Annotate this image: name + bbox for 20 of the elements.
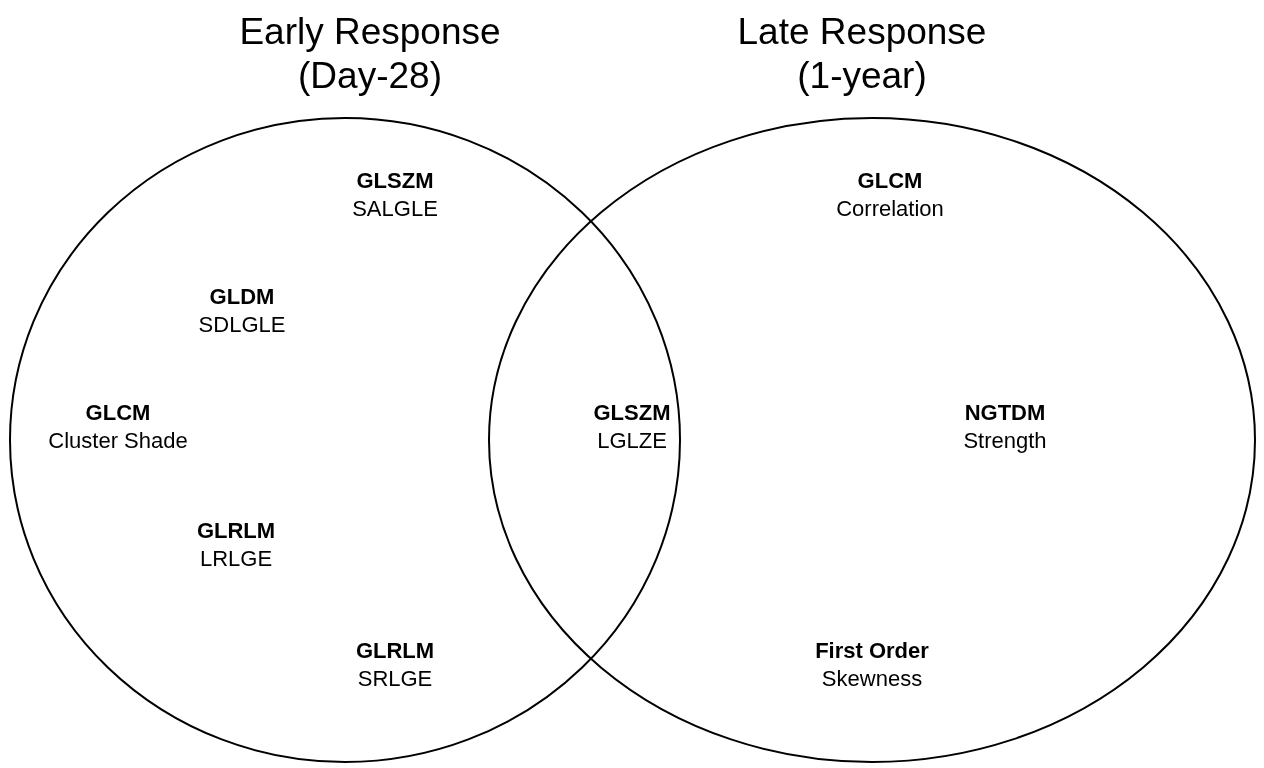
feature-name-label: SRLGE <box>357 666 433 692</box>
feature-class-label: First Order <box>815 638 929 664</box>
feature-class-label: GLRLM <box>355 638 435 664</box>
set-title: Late Response (1-year) <box>736 10 988 98</box>
feature-name-label: SALGLE <box>352 196 438 222</box>
feature-name-label: LRLGE <box>199 546 273 572</box>
feature-class-label: GLCM <box>857 168 923 194</box>
feature-class-label: GLSZM <box>593 400 671 426</box>
set-title: Early Response (Day-28) <box>238 10 502 98</box>
feature-class-label: GLSZM <box>356 168 434 194</box>
feature-name-label: Cluster Shade <box>48 428 188 454</box>
feature-class-label: GLCM <box>85 400 151 426</box>
feature-name-label: Strength <box>963 428 1047 454</box>
feature-class-label: GLRLM <box>196 518 276 544</box>
feature-class-label: GLDM <box>209 284 275 310</box>
feature-name-label: SDLGLE <box>198 312 286 338</box>
feature-name-label: Correlation <box>836 196 944 222</box>
feature-name-label: LGLZE <box>597 428 667 454</box>
feature-name-label: Skewness <box>821 666 923 692</box>
feature-class-label: NGTDM <box>964 400 1046 426</box>
